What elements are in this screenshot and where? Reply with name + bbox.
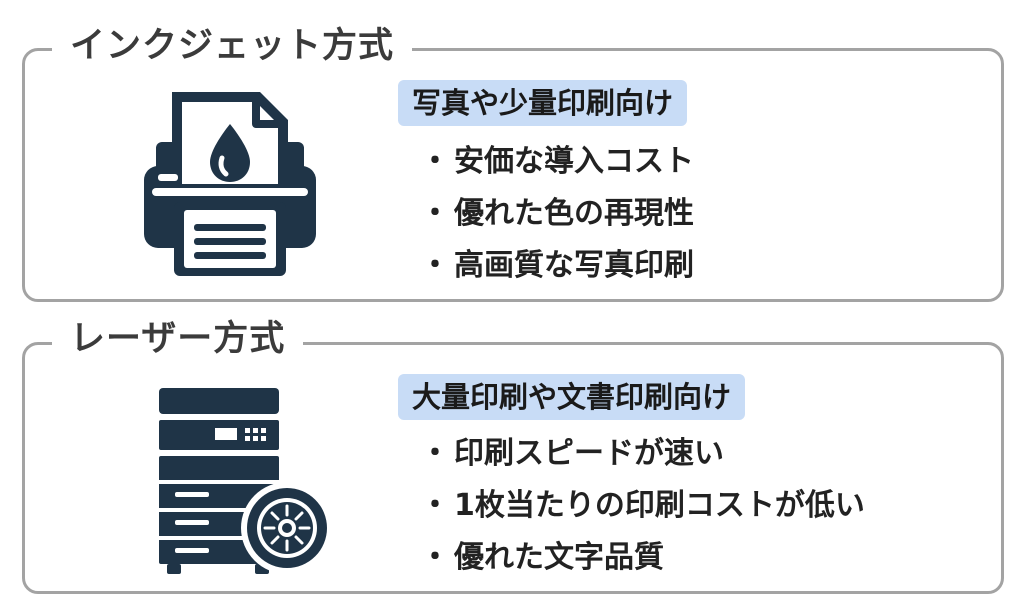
inkjet-printer-icon <box>144 92 316 276</box>
laser-usage-badge: 大量印刷や文書印刷向け <box>398 374 746 420</box>
laser-copier-icon <box>159 388 333 574</box>
laser-feature-item: 優れた文字品質 <box>420 532 865 584</box>
laser-section-title: レーザー方式 <box>52 317 304 361</box>
inkjet-feature-item: 安価な導入コスト <box>420 136 694 188</box>
inkjet-section-title: インクジェット方式 <box>52 24 413 68</box>
inkjet-feature-item: 優れた色の再現性 <box>420 188 694 240</box>
inkjet-usage-badge: 写真や少量印刷向け <box>398 80 688 126</box>
inkjet-feature-list: 安価な導入コスト 優れた色の再現性 高画質な写真印刷 <box>420 136 694 292</box>
laser-feature-list: 印刷スピードが速い 1枚当たりの印刷コストが低い 優れた文字品質 <box>420 428 865 584</box>
inkjet-feature-item: 高画質な写真印刷 <box>420 240 694 292</box>
laser-feature-item: 印刷スピードが速い <box>420 428 865 480</box>
laser-feature-item: 1枚当たりの印刷コストが低い <box>420 480 865 532</box>
